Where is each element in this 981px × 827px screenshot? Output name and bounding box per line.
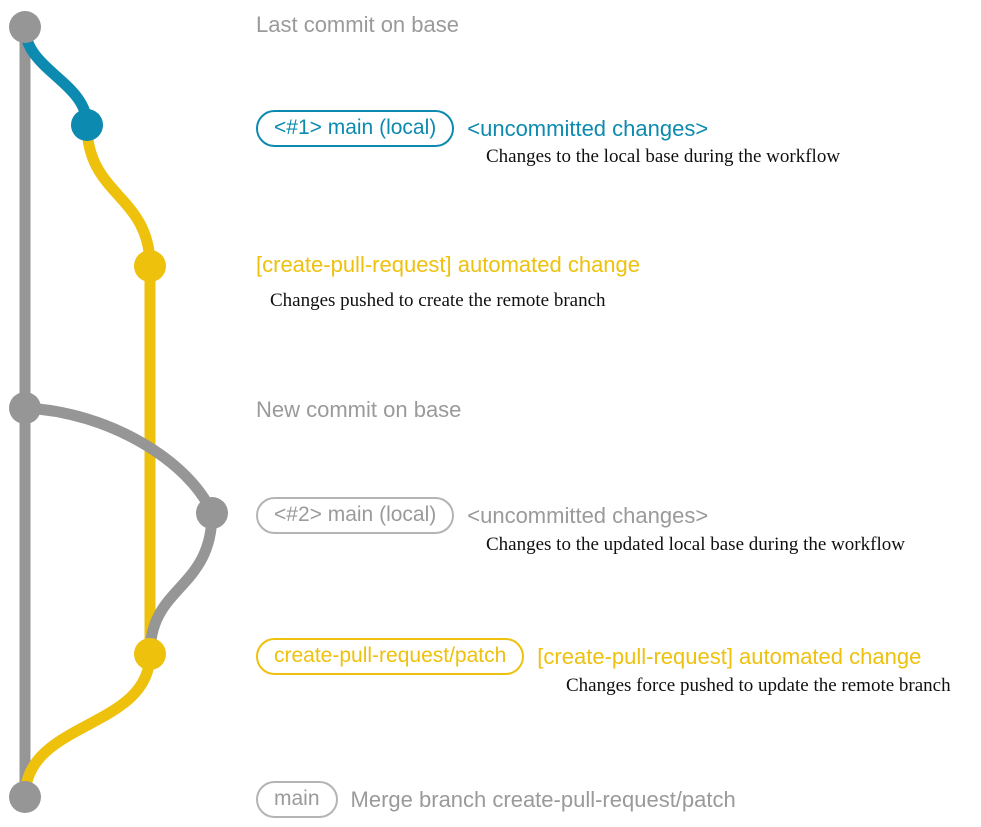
commit-node-base-last[interactable] (9, 11, 41, 43)
note-patch-1: Changes pushed to create the remote bran… (270, 290, 606, 311)
headline-last-commit-on-base: Last commit on base (256, 12, 459, 37)
headline-new-commit-on-base: New commit on base (256, 397, 462, 422)
commit-node-local-1[interactable] (71, 109, 103, 141)
headline-patch-1: [create-pull-request] automated change (256, 252, 641, 277)
row-local-1: <#1> main (local) <uncommitted changes> (256, 110, 708, 147)
commit-subject-merge: Merge branch create-pull-request/patch (350, 786, 736, 812)
edge-patch2-to-merge (19, 648, 156, 803)
commit-subject-patch-2: [create-pull-request] automated change (537, 643, 922, 669)
graph-nodes (9, 11, 228, 813)
branch-pill-local-2[interactable]: <#2> main (local) (256, 497, 455, 534)
note-patch-2: Changes force pushed to update the remot… (566, 675, 951, 696)
commit-node-patch-1[interactable] (134, 250, 166, 282)
row-local-2: <#2> main (local) <uncommitted changes> (256, 497, 708, 534)
edge-basenew-to-local2 (19, 402, 218, 519)
commit-node-patch-2[interactable] (134, 638, 166, 670)
edge-local2-to-patch2 (144, 507, 218, 660)
note-local-1: Changes to the local base during the wor… (486, 146, 841, 167)
commit-subject-local-1: <uncommitted changes> (467, 115, 709, 141)
branch-pill-patch-2[interactable]: create-pull-request/patch (256, 638, 525, 675)
branch-pill-main[interactable]: main (256, 781, 338, 818)
commit-node-local-2[interactable] (196, 497, 228, 529)
row-patch-2: create-pull-request/patch [create-pull-r… (256, 638, 921, 675)
branch-pill-local-1[interactable]: <#1> main (local) (256, 110, 455, 147)
note-local-2: Changes to the updated local base during… (486, 534, 905, 555)
row-merge: main Merge branch create-pull-request/pa… (256, 781, 736, 818)
commit-node-base-new[interactable] (9, 392, 41, 424)
commit-node-base-merge[interactable] (9, 781, 41, 813)
commit-subject-local-2: <uncommitted changes> (467, 502, 709, 528)
edge-local1-to-patch1 (81, 119, 156, 272)
